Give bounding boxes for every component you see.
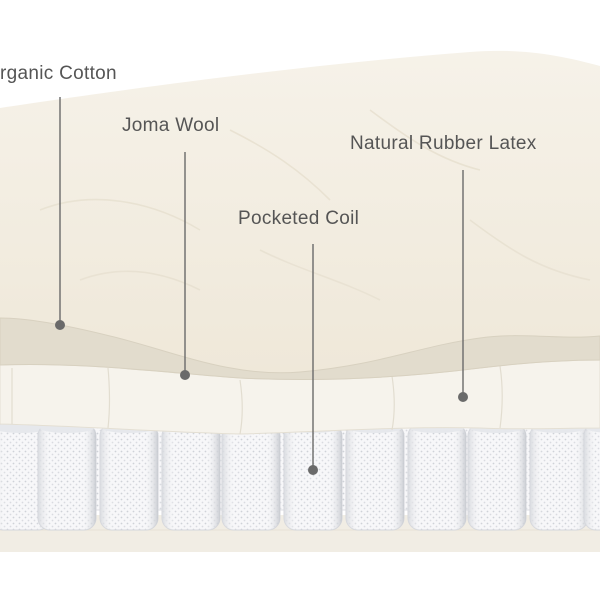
quilt-stitching	[39, 109, 591, 301]
pocketed-coil-layer	[0, 417, 600, 531]
wool-dot-marker-icon	[180, 370, 190, 380]
organic-cotton-quilt	[0, 50, 600, 373]
leader-lines	[59, 97, 464, 468]
coil-pocket	[161, 423, 221, 531]
coil-dot-marker-icon	[308, 465, 318, 475]
label-pocketed-coil: Pocketed Coil	[238, 208, 360, 229]
coil-pocket	[37, 423, 97, 531]
coil-pocket	[221, 423, 281, 531]
coil-pocket	[99, 423, 159, 531]
coil-pocket	[583, 423, 600, 531]
joma-wool-layer	[0, 317, 600, 381]
label-joma-wool: Joma Wool	[122, 115, 220, 136]
coil-pocket	[467, 423, 527, 531]
label-organic-cotton: rganic Cotton	[0, 63, 117, 84]
cotton-dot-marker-icon	[55, 320, 65, 330]
coil-pocket	[407, 423, 467, 531]
latex-dot-marker-icon	[458, 392, 468, 402]
coil-pocket	[345, 423, 405, 531]
label-natural-rubber-latex: Natural Rubber Latex	[350, 133, 537, 154]
coil-pocket	[529, 423, 589, 531]
latex-segments	[11, 365, 503, 435]
